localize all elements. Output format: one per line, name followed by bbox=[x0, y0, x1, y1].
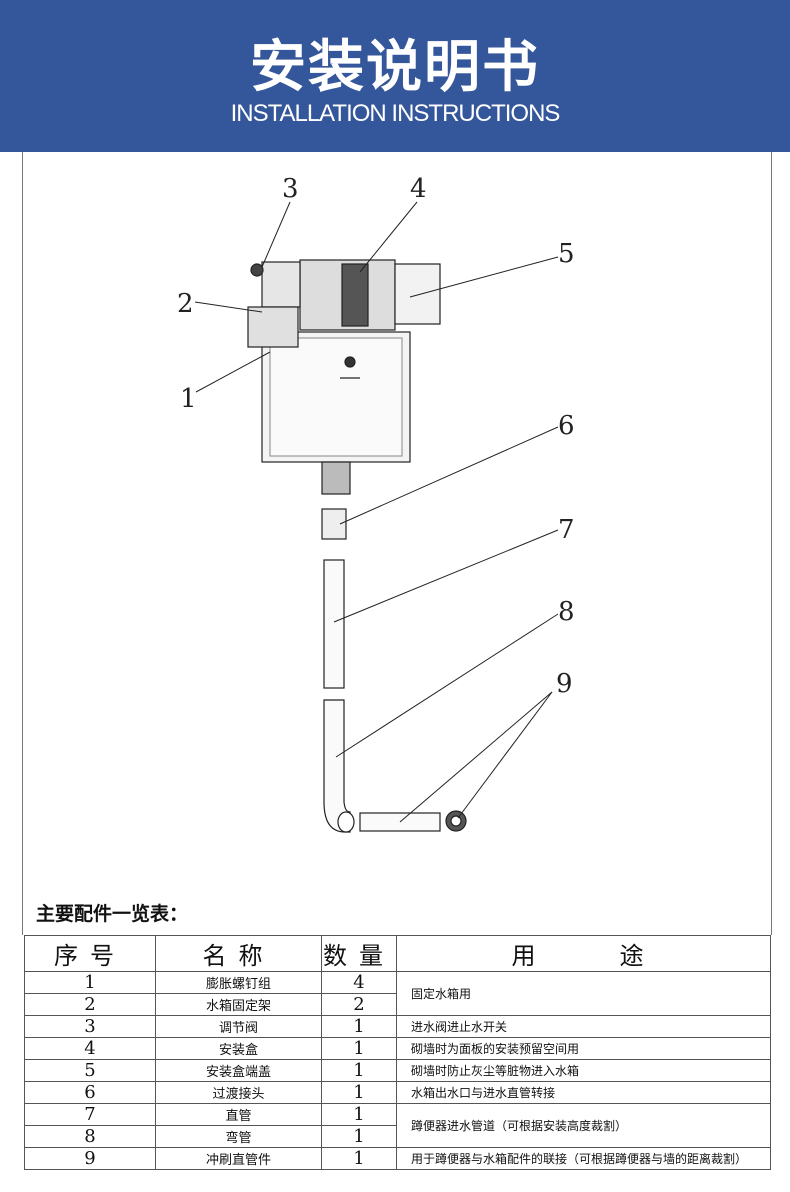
cell-name: 弯管 bbox=[155, 1125, 322, 1148]
exploded-diagram: 1 2 3 4 5 6 7 8 9 bbox=[177, 174, 575, 833]
page-subtitle: INSTALLATION INSTRUCTIONS bbox=[230, 100, 561, 127]
cell-use: 进水阀进止水开关 bbox=[396, 1015, 771, 1038]
tank-body bbox=[261, 331, 411, 463]
cell-no: 7 bbox=[24, 1103, 156, 1126]
cell-name: 过渡接头 bbox=[155, 1081, 322, 1104]
parts-table-title: 主要配件一览表： bbox=[36, 903, 189, 925]
cell-use: 用于蹲便器与水箱配件的联接（可根据蹲便器与墙的距离裁割） bbox=[396, 1147, 771, 1170]
leader-lines bbox=[194, 201, 559, 823]
cell-use: 砌墙时防止灰尘等脏物进入水箱 bbox=[396, 1059, 771, 1082]
cell-no: 2 bbox=[24, 993, 156, 1016]
content-frame bbox=[22, 152, 772, 935]
callout-6: 6 bbox=[558, 411, 575, 441]
pipes bbox=[321, 461, 467, 833]
callout-7: 7 bbox=[558, 515, 575, 545]
cell-qty: 2 bbox=[321, 993, 397, 1016]
callout-1: 1 bbox=[180, 384, 197, 414]
header-qty: 数量 bbox=[321, 935, 397, 972]
cell-qty: 4 bbox=[321, 971, 397, 994]
cell-name: 安装盒 bbox=[155, 1037, 322, 1060]
callout-8: 8 bbox=[558, 597, 575, 627]
cell-no: 5 bbox=[24, 1059, 156, 1082]
cell-qty: 1 bbox=[321, 1103, 397, 1126]
cell-qty: 1 bbox=[321, 1125, 397, 1148]
cell-no: 1 bbox=[24, 971, 156, 994]
callout-4: 4 bbox=[410, 174, 427, 204]
page-header: 安装说明书 INSTALLATION INSTRUCTIONS bbox=[0, 0, 790, 152]
cell-qty: 1 bbox=[321, 1015, 397, 1038]
cell-name: 膨胀螺钉组 bbox=[155, 971, 322, 994]
cell-no: 3 bbox=[24, 1015, 156, 1038]
cell-qty: 1 bbox=[321, 1059, 397, 1082]
cell-name: 直管 bbox=[155, 1103, 322, 1126]
cell-name: 调节阀 bbox=[155, 1015, 322, 1038]
cell-name: 水箱固定架 bbox=[155, 993, 322, 1016]
cell-use: 水箱出水口与进水直管转接 bbox=[396, 1081, 771, 1104]
cell-no: 4 bbox=[24, 1037, 156, 1060]
cell-no: 6 bbox=[24, 1081, 156, 1104]
cell-no: 8 bbox=[24, 1125, 156, 1148]
header-use: 用 途 bbox=[396, 935, 771, 972]
header-no: 序号 bbox=[24, 935, 156, 972]
cell-qty: 1 bbox=[321, 1147, 397, 1170]
callout-3: 3 bbox=[282, 174, 299, 204]
cell-qty: 1 bbox=[321, 1081, 397, 1104]
cell-qty: 1 bbox=[321, 1037, 397, 1060]
callout-2: 2 bbox=[177, 289, 194, 319]
install-box bbox=[247, 259, 441, 348]
header-name: 名称 bbox=[155, 935, 322, 972]
callout-9: 9 bbox=[556, 669, 573, 699]
callout-5: 5 bbox=[558, 239, 575, 269]
cell-no: 9 bbox=[24, 1147, 156, 1170]
cell-name: 冲刷直管件 bbox=[155, 1147, 322, 1170]
page-title: 安装说明书 bbox=[250, 35, 540, 100]
cell-use: 固定水箱用 bbox=[396, 971, 771, 1016]
table-header-row: 序号 名称 数量 用 途 bbox=[24, 935, 771, 972]
cell-name: 安装盒端盖 bbox=[155, 1059, 322, 1082]
cell-use: 蹲便器进水管道（可根据安装高度裁割） bbox=[396, 1103, 771, 1148]
cell-use: 砌墙时为面板的安装预留空间用 bbox=[396, 1037, 771, 1060]
